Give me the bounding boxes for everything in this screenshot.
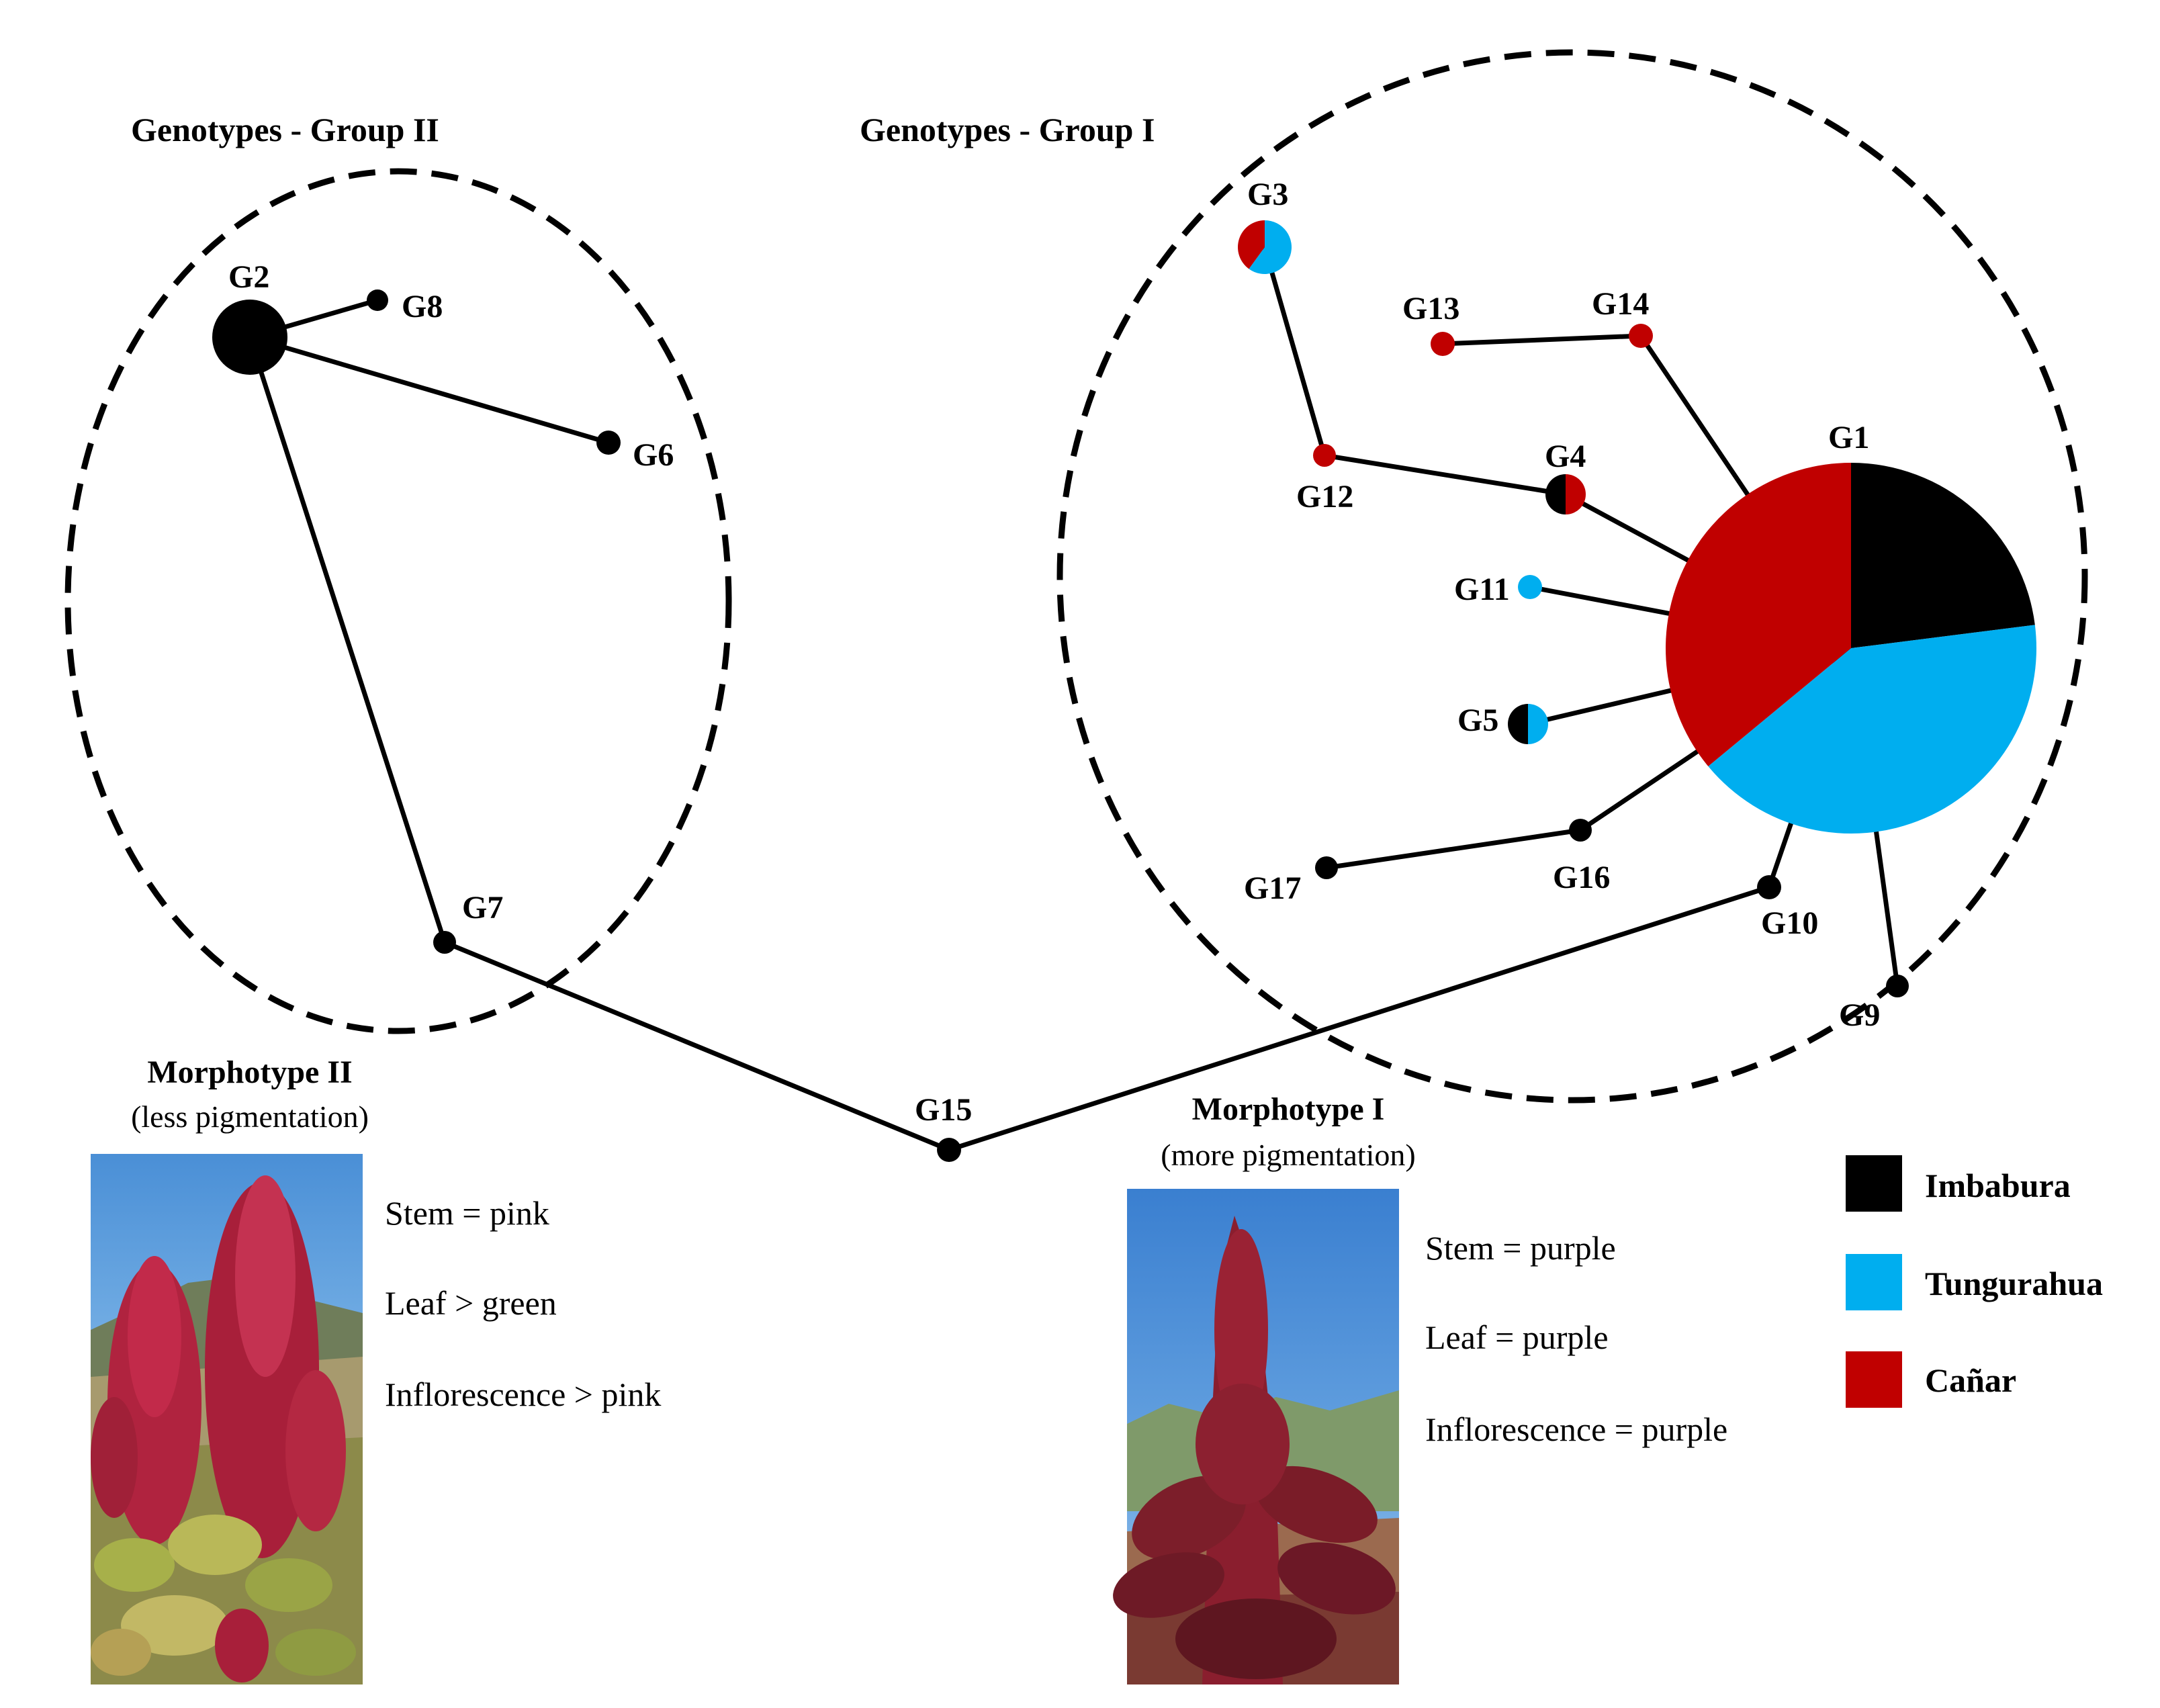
node-g1-slice-canar: [1666, 462, 1851, 766]
node-label-g17: G17: [1244, 870, 1301, 906]
morphotype-i-trait-inflorescence: Inflorescence = purple: [1425, 1410, 1727, 1448]
node-g4: [1545, 474, 1586, 514]
node-label-g9: G9: [1839, 997, 1880, 1033]
node-label-g1: G1: [1828, 420, 1869, 455]
node-g13: [1431, 332, 1455, 356]
node-label-g13: G13: [1402, 291, 1459, 326]
morphotype-ii-photo: [91, 1154, 363, 1684]
node-g12: [1313, 444, 1336, 467]
node-label-g6: G6: [633, 437, 674, 473]
morphotype-ii-panel: Morphotype II (less pigmentation) Stem =…: [91, 1054, 661, 1684]
legend-item-imbabura: Imbabura: [1846, 1155, 2071, 1212]
legend-swatch-imbabura: [1846, 1155, 1902, 1212]
node-label-g14: G14: [1592, 286, 1649, 322]
node-g4-slice-canar: [1566, 474, 1586, 514]
node-g5-slice-imbabura: [1508, 704, 1528, 744]
legend-swatch-tungurahua: [1846, 1254, 1902, 1310]
edge-g12-g4: [1324, 453, 1566, 497]
morphotype-i-panel: Morphotype I (more pigmentation) Stem = …: [1113, 1091, 1727, 1684]
node-labels: G2 G8 G6 G7 G15 G3 G13 G14 G1 G4 G12 G11…: [228, 177, 1880, 1128]
node-g9: [1886, 975, 1909, 997]
morphotype-ii-subtitle: (less pigmentation): [131, 1099, 369, 1134]
node-label-g8: G8: [402, 289, 443, 324]
edge-g7-g15: [443, 940, 950, 1153]
edge-g13-g14: [1442, 333, 1641, 347]
node-g14: [1629, 324, 1653, 348]
group-ii-title: Genotypes - Group II: [131, 111, 439, 148]
node-label-g5: G5: [1457, 703, 1498, 738]
node-g4-slice-imbabura: [1545, 474, 1566, 514]
edge-g15-g10: [948, 885, 1770, 1153]
node-g1-slice-imbabura: [1851, 463, 2035, 648]
legend-item-canar: Cañar: [1846, 1351, 2016, 1408]
node-g3-slice-tungurahua: [1249, 220, 1292, 274]
node-g15: [937, 1138, 961, 1162]
legend-item-tungurahua: Tungurahua: [1846, 1254, 2103, 1310]
morphotype-ii-title: Morphotype II: [147, 1054, 352, 1090]
network-nodes: [212, 220, 2036, 1162]
node-g1: [1666, 462, 2036, 834]
node-g3: [1237, 220, 1292, 274]
legend-label-canar: Cañar: [1925, 1361, 2016, 1399]
node-g8: [367, 289, 388, 311]
legend-swatch-canar: [1846, 1351, 1902, 1408]
node-g11: [1518, 575, 1542, 599]
morphotype-i-photo: [1113, 1189, 1399, 1684]
node-label-g16: G16: [1553, 860, 1610, 895]
morphotype-i-trait-stem: Stem = purple: [1425, 1229, 1616, 1267]
node-g2: [212, 300, 287, 375]
node-label-g10: G10: [1761, 905, 1818, 941]
node-label-g15: G15: [915, 1092, 972, 1128]
edge-g2-g6: [249, 334, 609, 445]
node-g17: [1315, 856, 1338, 879]
node-g1-slice-tungurahua: [1708, 625, 2036, 834]
group-ii-boundary: [64, 168, 732, 1034]
morphotype-i-subtitle: (more pigmentation): [1161, 1138, 1415, 1172]
node-g6: [596, 431, 621, 455]
node-label-g12: G12: [1296, 479, 1353, 514]
edge-g17-g16: [1326, 827, 1581, 870]
legend: Imbabura Tungurahua Cañar: [1846, 1155, 2103, 1408]
node-g7: [433, 931, 456, 954]
node-g5-slice-tungurahua: [1528, 704, 1548, 744]
node-label-g3: G3: [1247, 177, 1288, 212]
legend-label-imbabura: Imbabura: [1925, 1167, 2071, 1204]
node-label-g7: G7: [462, 890, 503, 926]
legend-label-tungurahua: Tungurahua: [1925, 1265, 2103, 1302]
morphotype-ii-trait-inflorescence: Inflorescence > pink: [385, 1376, 661, 1413]
group-i-boundary: [1056, 49, 2088, 1104]
node-label-g4: G4: [1545, 439, 1586, 474]
node-g10: [1757, 875, 1781, 899]
morphotype-ii-trait-stem: Stem = pink: [385, 1194, 549, 1232]
edge-g2-g7: [247, 336, 447, 944]
morphotype-i-title: Morphotype I: [1192, 1091, 1385, 1127]
edge-g3-g12: [1262, 246, 1327, 456]
node-label-g11: G11: [1454, 572, 1510, 607]
node-g16: [1569, 819, 1592, 842]
node-g3-slice-canar: [1237, 220, 1265, 269]
group-i-title: Genotypes - Group I: [860, 111, 1155, 148]
morphotype-ii-trait-leaf: Leaf > green: [385, 1284, 557, 1322]
node-label-g2: G2: [228, 259, 269, 295]
morphotype-i-trait-leaf: Leaf = purple: [1425, 1318, 1609, 1356]
node-g5: [1508, 704, 1548, 744]
